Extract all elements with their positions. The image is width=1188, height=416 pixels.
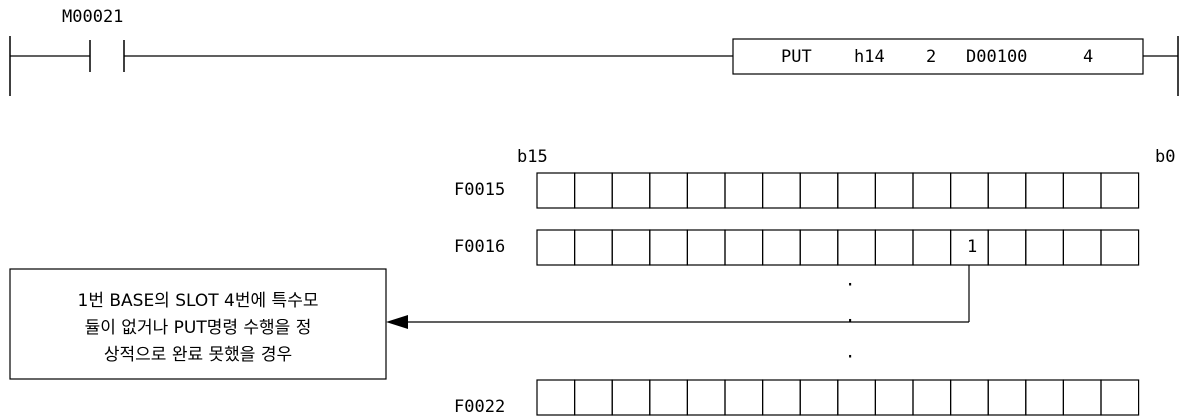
bit-cell xyxy=(1062,229,1102,266)
bit-cell xyxy=(686,379,726,416)
bit-cell xyxy=(1025,229,1065,266)
bit-cell xyxy=(1100,229,1140,266)
bit-cell xyxy=(799,172,839,209)
bit-cell xyxy=(1025,379,1065,416)
bit-cell xyxy=(874,229,914,266)
continuation-dot: · xyxy=(845,275,855,295)
note-line-2: 듈이 없거나 PUT명령 수행을 정 xyxy=(85,318,312,338)
bit-cell xyxy=(611,229,651,266)
bit-cell xyxy=(987,229,1027,266)
bit-cell xyxy=(724,172,764,209)
bit-cell xyxy=(761,172,801,209)
bit-cell xyxy=(1100,172,1140,209)
instruction-operand-base: 2 xyxy=(926,47,936,67)
bit-cell xyxy=(686,172,726,209)
bit-cell xyxy=(912,379,952,416)
bit-cell xyxy=(912,229,952,266)
bit-cell xyxy=(536,172,576,209)
bit-cell xyxy=(1025,172,1065,209)
note-line-1: 1번 BASE의 SLOT 4번에 특수모 xyxy=(78,291,319,311)
bit-cell xyxy=(837,229,876,266)
bit-cell xyxy=(573,379,613,416)
bit-cell xyxy=(761,379,801,416)
bit-cell xyxy=(724,229,764,266)
bit-cell xyxy=(1100,379,1140,416)
bit-cell xyxy=(536,229,576,266)
bit-cell xyxy=(874,172,914,209)
bit-cell xyxy=(1062,172,1102,209)
bit-cell xyxy=(611,379,651,416)
bit-cell xyxy=(573,172,613,209)
continuation-dot: · xyxy=(845,311,855,331)
bit-cell xyxy=(949,172,989,209)
note-box xyxy=(9,268,387,380)
arrow-head-icon xyxy=(386,315,408,329)
bit-cell xyxy=(912,172,952,209)
bit-cell xyxy=(799,229,839,266)
bit-cell xyxy=(536,379,576,416)
continuation-dot: · xyxy=(845,347,855,367)
bit-cell xyxy=(987,379,1027,416)
bit-cell xyxy=(987,172,1027,209)
bit-low-label: b0 xyxy=(1155,147,1175,167)
row-label-f0022: F0022 xyxy=(454,397,505,416)
note-line-3: 상적으로 완료 못했을 경우 xyxy=(104,345,292,365)
bit-cell xyxy=(649,172,688,209)
register-f0016-bits xyxy=(536,229,1140,266)
bit-cell xyxy=(649,379,688,416)
bit-cell xyxy=(837,172,876,209)
bit-cell xyxy=(799,379,839,416)
register-f0022-bits xyxy=(536,379,1140,416)
instruction-mnemonic: PUT xyxy=(781,47,812,67)
instruction-operand-slot: h14 xyxy=(854,47,885,67)
row-label-f0016: F0016 xyxy=(454,237,505,257)
row-label-f0015: F0015 xyxy=(454,180,505,200)
contact-label: M00021 xyxy=(62,7,123,27)
bit-cell xyxy=(611,172,651,209)
instruction-operand-count: 4 xyxy=(1083,47,1093,67)
bit-cell xyxy=(949,379,989,416)
register-f0015-bits xyxy=(536,172,1140,209)
bit-cell xyxy=(649,229,688,266)
bit-cell xyxy=(573,229,613,266)
instruction-operand-source: D00100 xyxy=(966,47,1027,67)
bit-cell xyxy=(1062,379,1102,416)
bit-cell xyxy=(837,379,876,416)
bit-high-label: b15 xyxy=(517,147,548,167)
bit-cell xyxy=(686,229,726,266)
set-bit-value: 1 xyxy=(967,237,977,257)
bit-cell xyxy=(761,229,801,266)
bit-cell xyxy=(724,379,764,416)
bit-cell xyxy=(874,379,914,416)
